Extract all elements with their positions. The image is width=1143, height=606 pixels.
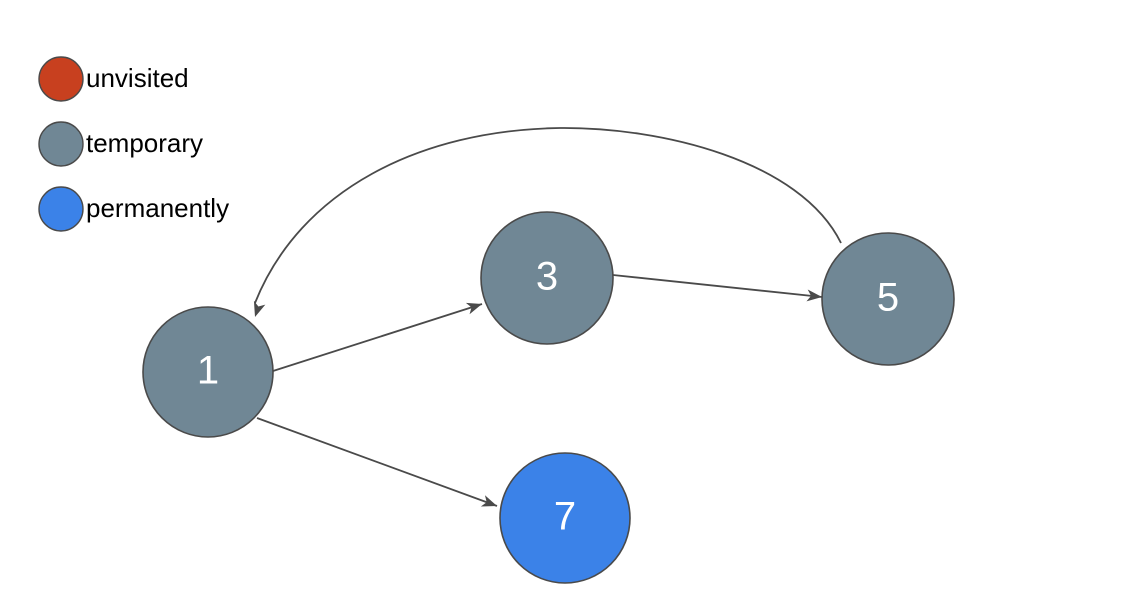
legend-swatch-icon [38, 186, 84, 232]
legend-label: unvisited [86, 63, 189, 93]
edge-arrowhead [806, 289, 822, 302]
graph-edge-3-to-5[interactable] [612, 274, 823, 303]
node-circle [499, 452, 631, 584]
node-label: 7 [554, 495, 576, 539]
legend-swatch-icon [38, 121, 84, 167]
edge-arrowhead [465, 302, 482, 315]
graph-node-5[interactable]: 5 [821, 232, 955, 366]
graph-node-7[interactable]: 7 [499, 452, 631, 584]
legend-label: temporary [86, 128, 203, 158]
legend-swatch-icon [38, 56, 84, 102]
graph-edge-5-to-1[interactable] [249, 127, 842, 319]
graph-edge-1-to-7[interactable] [256, 417, 499, 512]
graph-edge-1-to-3[interactable] [272, 298, 484, 372]
edge-arrowhead [480, 495, 497, 507]
node-circle [142, 306, 274, 438]
legend-item-temporary[interactable]: temporary [38, 121, 203, 167]
legend-item-permanently[interactable]: permanently [38, 186, 229, 232]
graph-node-3[interactable]: 3 [480, 211, 614, 345]
edge-arrowhead [253, 300, 266, 317]
node-circle [480, 211, 614, 345]
node-circle [821, 232, 955, 366]
node-label: 1 [197, 349, 219, 393]
legend: unvisited temporary permanently [38, 56, 229, 232]
node-label: 5 [877, 276, 899, 320]
graph-node-1[interactable]: 1 [142, 306, 274, 438]
edge-line [612, 274, 823, 298]
node-label: 3 [536, 255, 558, 299]
node-layer: 1 3 5 7 [142, 211, 955, 584]
edge-line [254, 127, 842, 304]
edge-layer [249, 127, 842, 512]
edge-line [272, 303, 483, 372]
edge-line [256, 417, 498, 507]
legend-label: permanently [86, 193, 229, 223]
legend-item-unvisited[interactable]: unvisited [38, 56, 189, 102]
